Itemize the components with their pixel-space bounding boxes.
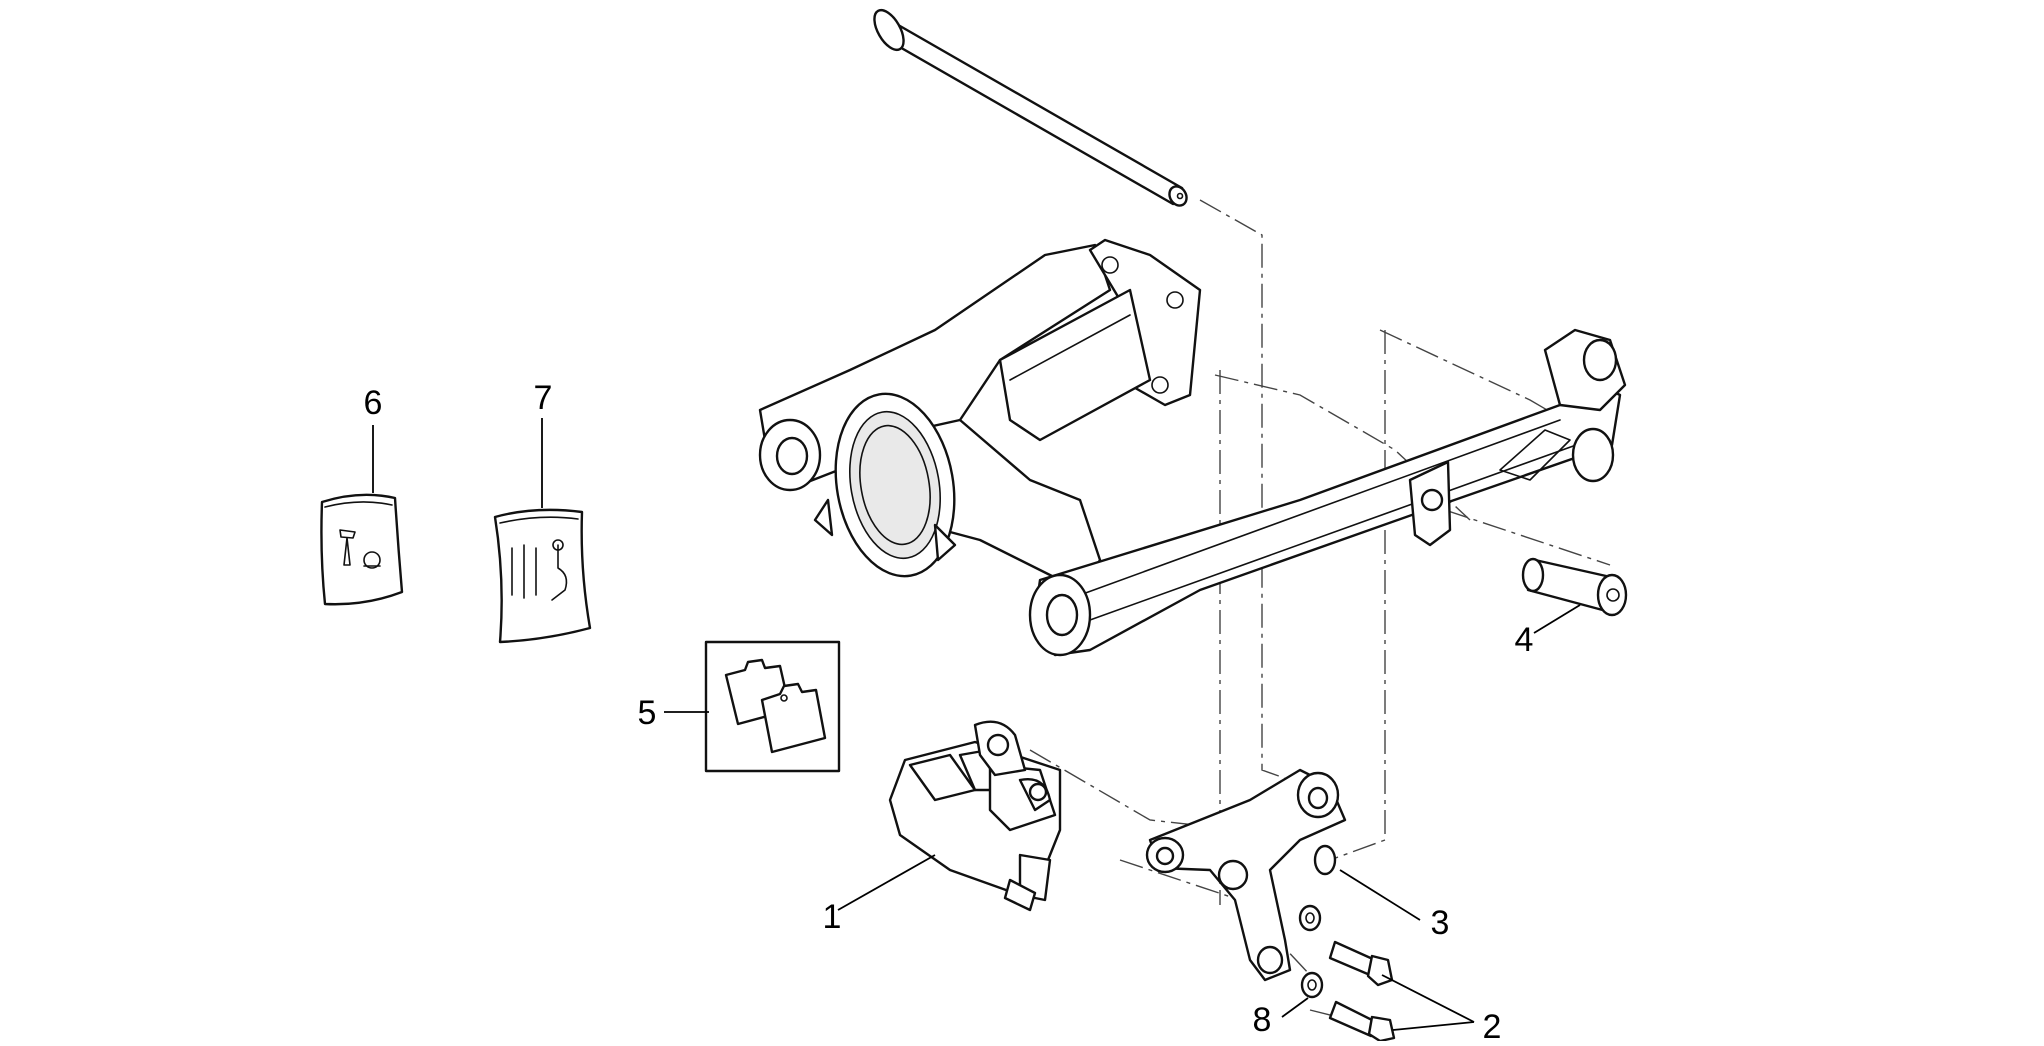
- pivot-shaft: [873, 8, 1188, 207]
- hardware-bag-part-7: [493, 508, 592, 644]
- brake-pads-part-5: [704, 640, 841, 773]
- pivot-bolt-part-4: [1521, 557, 1628, 617]
- hardware-bag-part-6: [320, 493, 404, 606]
- callout-6: 6: [364, 384, 383, 422]
- callout-3: 3: [1431, 904, 1450, 942]
- callout-2: 2: [1483, 1008, 1502, 1041]
- callout-5: 5: [638, 694, 657, 732]
- brake-caliper-part-1: [888, 720, 1062, 912]
- callout-labels: 1 2 3 4 5 6 7 8: [364, 379, 1534, 1046]
- leader-lines: [372, 418, 1581, 1031]
- bolts-part-2: [1328, 940, 1396, 1043]
- caliper-bracket-part-3: [1145, 768, 1347, 982]
- callout-8: 8: [1253, 1001, 1272, 1039]
- callout-4: 4: [1515, 621, 1534, 659]
- callout-1: 1: [823, 898, 842, 936]
- washers-part-8: [1298, 904, 1324, 999]
- callout-7: 7: [534, 379, 553, 417]
- swing-arm: [758, 238, 1627, 657]
